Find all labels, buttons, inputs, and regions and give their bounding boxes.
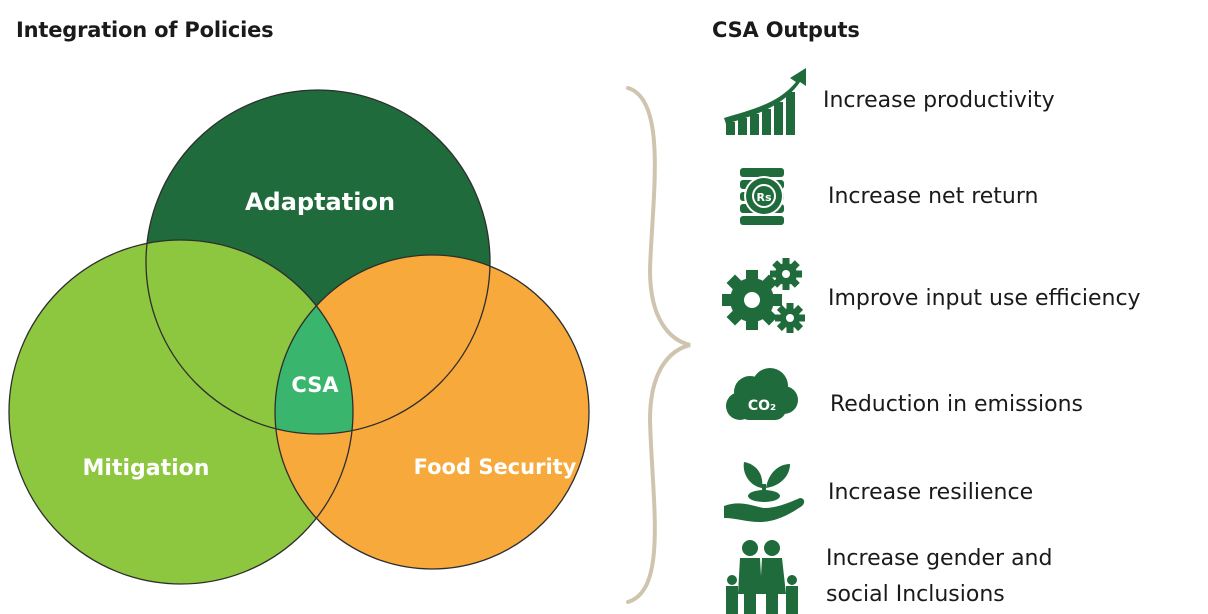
output-label-line2: social Inclusions xyxy=(826,582,1005,607)
adaptation-label: Adaptation xyxy=(245,188,395,216)
co2-cloud-icon: CO₂ xyxy=(726,368,798,420)
output-label: Increase resilience xyxy=(828,480,1034,505)
output-item-resilience: Increase resilience xyxy=(720,448,1200,534)
output-item-input-efficiency: Improve input use efficiency xyxy=(720,254,1200,340)
food-security-label: Food Security xyxy=(414,455,577,479)
mitigation-label: Mitigation xyxy=(83,456,210,481)
output-label: Increase gender and xyxy=(826,546,1053,571)
output-label: Increase net return xyxy=(828,184,1039,209)
output-item-productivity: Increase productivity xyxy=(720,64,1200,144)
curly-brace xyxy=(626,86,691,604)
growth-chart-icon xyxy=(724,68,806,135)
output-label: Improve input use efficiency xyxy=(828,286,1141,311)
rupee-coins-icon: Rs xyxy=(740,168,784,225)
csa-label: CSA xyxy=(291,373,339,397)
svg-text:Rs: Rs xyxy=(756,191,771,204)
outputs-heading: CSA Outputs xyxy=(712,18,860,42)
family-icon xyxy=(726,540,798,614)
gears-icon xyxy=(722,258,805,333)
svg-text:CO₂: CO₂ xyxy=(748,398,776,414)
output-label: Reduction in emissions xyxy=(830,392,1083,417)
food-security-outline xyxy=(274,254,590,570)
output-item-emissions: CO₂ Reduction in emissions xyxy=(720,364,1200,440)
venn-diagram: Adaptation Mitigation Food Security CSA xyxy=(8,86,691,604)
venn-heading: Integration of Policies xyxy=(16,18,274,42)
mitigation-outline xyxy=(8,239,354,585)
hand-plant-icon xyxy=(724,462,805,522)
output-label: Increase productivity xyxy=(823,88,1055,113)
output-item-gender-inclusion: Increase gender and social Inclusions xyxy=(720,534,1200,614)
adaptation-outline xyxy=(145,89,491,435)
output-item-net-return: Rs Increase net return xyxy=(720,162,1200,234)
